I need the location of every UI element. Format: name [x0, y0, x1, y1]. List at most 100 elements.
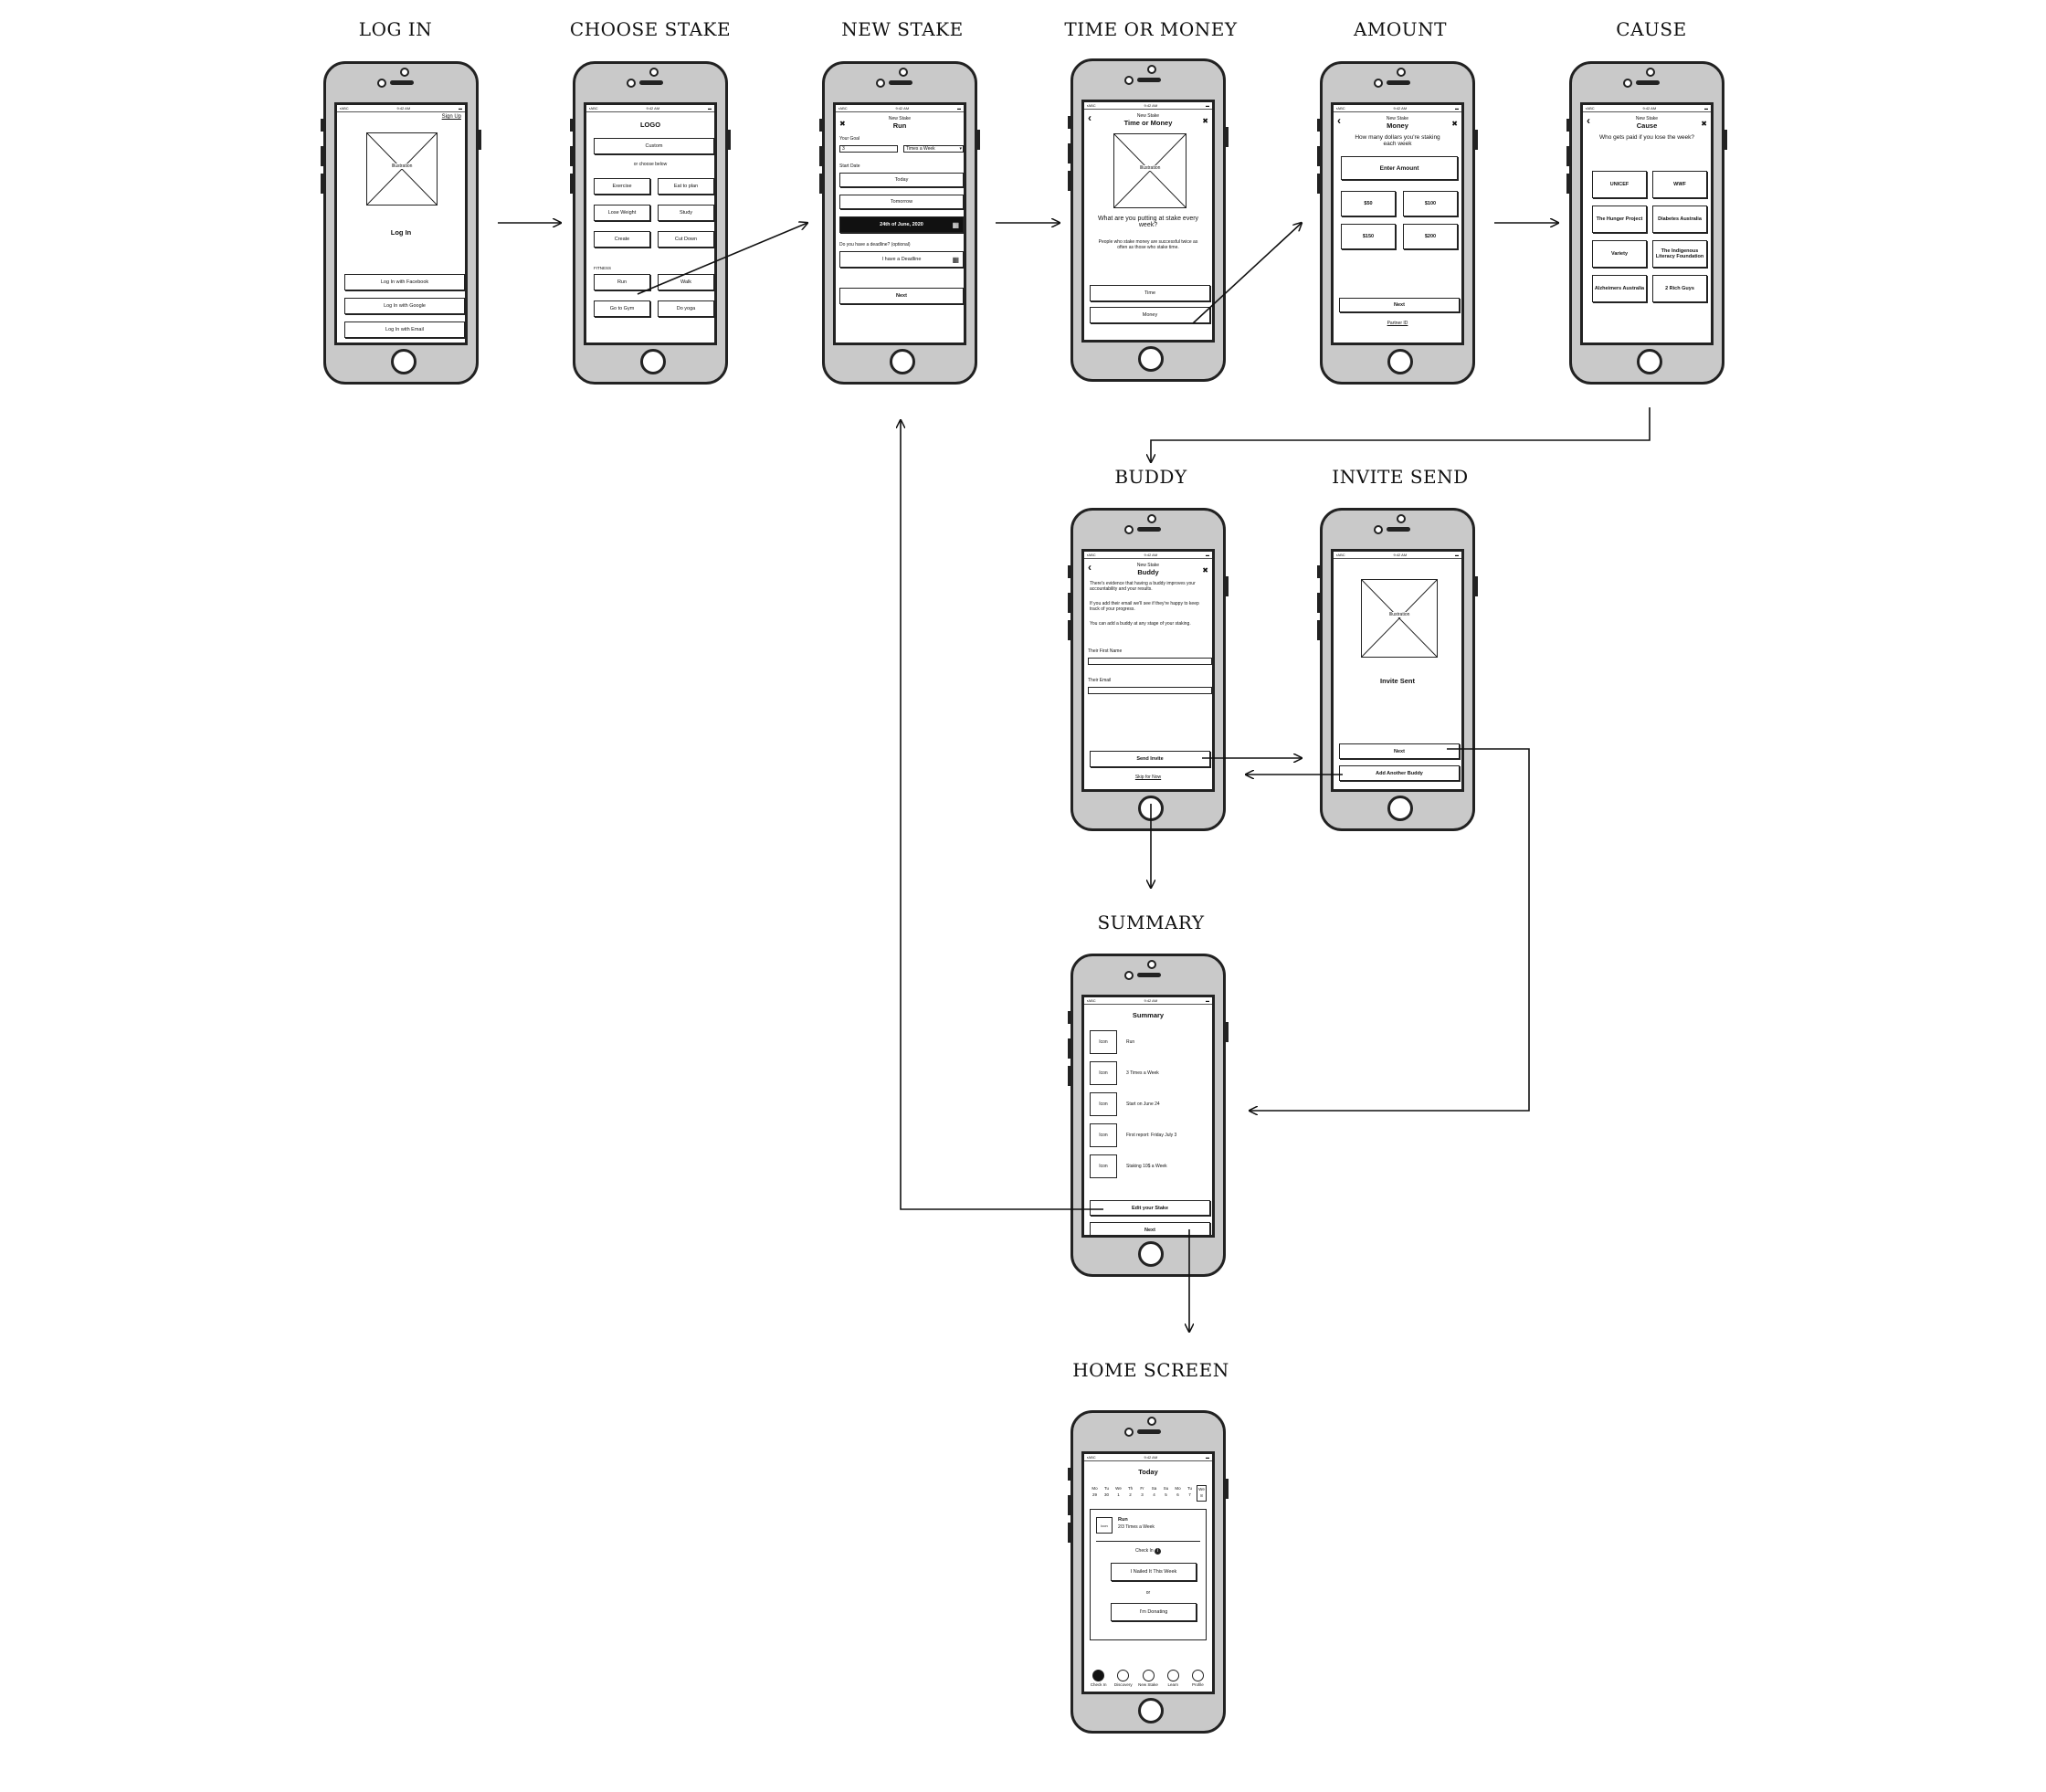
- home-title: Today: [1138, 1468, 1158, 1476]
- buddy-paragraph-2: If you add their email we'll see if they…: [1090, 601, 1199, 612]
- nailed-it-button[interactable]: I Nailed It This Week: [1111, 1563, 1197, 1581]
- tab-profile[interactable]: Profile: [1186, 1670, 1210, 1692]
- money-button[interactable]: Money: [1090, 307, 1210, 323]
- cause-hunger-project-button[interactable]: The Hunger Project: [1592, 206, 1647, 233]
- goal-input[interactable]: 3: [839, 145, 898, 153]
- stake-card-progress: 2/3 Times a Week: [1118, 1524, 1155, 1530]
- cause-variety-button[interactable]: Variety: [1592, 240, 1647, 268]
- study-button[interactable]: Study: [658, 205, 714, 221]
- donating-button[interactable]: I'm Donating: [1111, 1603, 1197, 1621]
- goal-label: Your Goal: [839, 136, 860, 142]
- back-icon[interactable]: ‹: [1088, 111, 1092, 124]
- summary-icon: Icon: [1090, 1154, 1117, 1178]
- today-button[interactable]: Today: [839, 173, 964, 187]
- deadline-label: Do you have a deadline? (optional): [839, 242, 911, 248]
- close-icon[interactable]: ✖: [1202, 117, 1208, 125]
- next-button[interactable]: Next: [839, 288, 964, 304]
- summary-icon: Icon: [1090, 1061, 1117, 1085]
- selected-date-button[interactable]: 24th of June, 2020▦: [839, 216, 964, 233]
- deadline-button[interactable]: I have a Deadline▦: [839, 251, 964, 268]
- tomorrow-button[interactable]: Tomorrow: [839, 195, 964, 209]
- screen-label-buddy: BUDDY: [1114, 466, 1187, 488]
- run-button[interactable]: Run: [594, 274, 650, 290]
- cause-2-rich-guys-button[interactable]: 2 Rich Guys: [1652, 275, 1707, 302]
- eat-to-plan-button[interactable]: Eat to plan: [658, 178, 714, 195]
- close-icon[interactable]: ✖: [1701, 120, 1707, 128]
- next-button[interactable]: Next: [1339, 298, 1460, 312]
- summary-row-frequency: 3 Times a Week: [1126, 1070, 1159, 1076]
- close-icon[interactable]: ✖: [1202, 566, 1208, 574]
- cause-unicef-button[interactable]: UNICEF: [1592, 171, 1647, 198]
- cause-wwf-button[interactable]: WWF: [1652, 171, 1707, 198]
- cut-down-button[interactable]: Cut Down: [658, 231, 714, 248]
- do-yoga-button[interactable]: Do yoga: [658, 300, 714, 317]
- lose-weight-button[interactable]: Lose Weight: [594, 205, 650, 221]
- header-title: Money: [1387, 121, 1408, 130]
- next-button[interactable]: Next: [1339, 743, 1460, 759]
- frequency-select[interactable]: Times a Week▾: [903, 145, 964, 153]
- cause-alzheimers-button[interactable]: Alzheimers Australia: [1592, 275, 1647, 302]
- tab-learn[interactable]: Learn: [1161, 1670, 1186, 1692]
- email-input[interactable]: [1088, 687, 1212, 694]
- close-icon[interactable]: ✖: [839, 120, 846, 128]
- skip-for-now-link[interactable]: Skip for Now: [1134, 775, 1162, 780]
- sign-up-link[interactable]: Sign Up: [441, 114, 461, 120]
- back-icon[interactable]: ‹: [1088, 561, 1092, 574]
- amount-200-button[interactable]: $200: [1403, 224, 1458, 249]
- or-text: or: [1145, 1590, 1151, 1596]
- custom-button[interactable]: Custom: [594, 138, 714, 154]
- amount-100-button[interactable]: $100: [1403, 191, 1458, 216]
- login-email-button[interactable]: Log In with Email: [344, 322, 465, 338]
- next-button[interactable]: Next: [1090, 1222, 1210, 1235]
- screen-label-new-stake: NEW STAKE: [841, 18, 964, 40]
- tab-check-in[interactable]: Check In: [1086, 1670, 1111, 1692]
- cause-diabetes-australia-button[interactable]: Diabetes Australia: [1652, 206, 1707, 233]
- add-another-buddy-button[interactable]: Add Another Buddy: [1339, 765, 1460, 781]
- header-title: Run: [892, 121, 907, 130]
- back-icon[interactable]: ‹: [1587, 114, 1590, 127]
- info-icon[interactable]: i: [1155, 1548, 1162, 1555]
- arrow-edit-to-newstake: [901, 420, 1103, 1210]
- send-invite-button[interactable]: Send Invite: [1090, 751, 1210, 767]
- tab-discovery[interactable]: Discovery: [1111, 1670, 1135, 1692]
- amount-50-button[interactable]: $50: [1341, 191, 1396, 216]
- back-icon[interactable]: ‹: [1337, 114, 1341, 127]
- enter-amount-input[interactable]: Enter Amount: [1341, 156, 1458, 180]
- amount-150-button[interactable]: $150: [1341, 224, 1396, 249]
- go-to-gym-button[interactable]: Go to Gym: [594, 300, 650, 317]
- summary-row-stake: Staking 10$ a Week: [1126, 1164, 1167, 1169]
- close-icon[interactable]: ✖: [1451, 120, 1458, 128]
- cause-indigenous-literacy-button[interactable]: The Indigenous Literacy Foundation: [1652, 240, 1707, 268]
- screen-label-cause: CAUSE: [1616, 18, 1687, 40]
- create-button[interactable]: Create: [594, 231, 650, 248]
- login-facebook-button[interactable]: Log In with Facebook: [344, 274, 465, 290]
- first-name-label: Their First Name: [1088, 648, 1123, 654]
- arrow-run-to-newstake: [637, 223, 807, 295]
- first-name-input[interactable]: [1088, 658, 1212, 665]
- time-button[interactable]: Time: [1090, 285, 1210, 301]
- partner-id-link[interactable]: Partner ID: [1387, 321, 1408, 326]
- screen-label-login: LOG IN: [358, 18, 433, 40]
- edit-stake-button[interactable]: Edit your Stake: [1090, 1200, 1210, 1216]
- login-google-button[interactable]: Log In with Google: [344, 298, 465, 314]
- screen-label-invite-send: INVITE SEND: [1332, 466, 1469, 488]
- tab-new-stake[interactable]: New Stake: [1135, 1670, 1160, 1692]
- exercise-button[interactable]: Exercise: [594, 178, 650, 195]
